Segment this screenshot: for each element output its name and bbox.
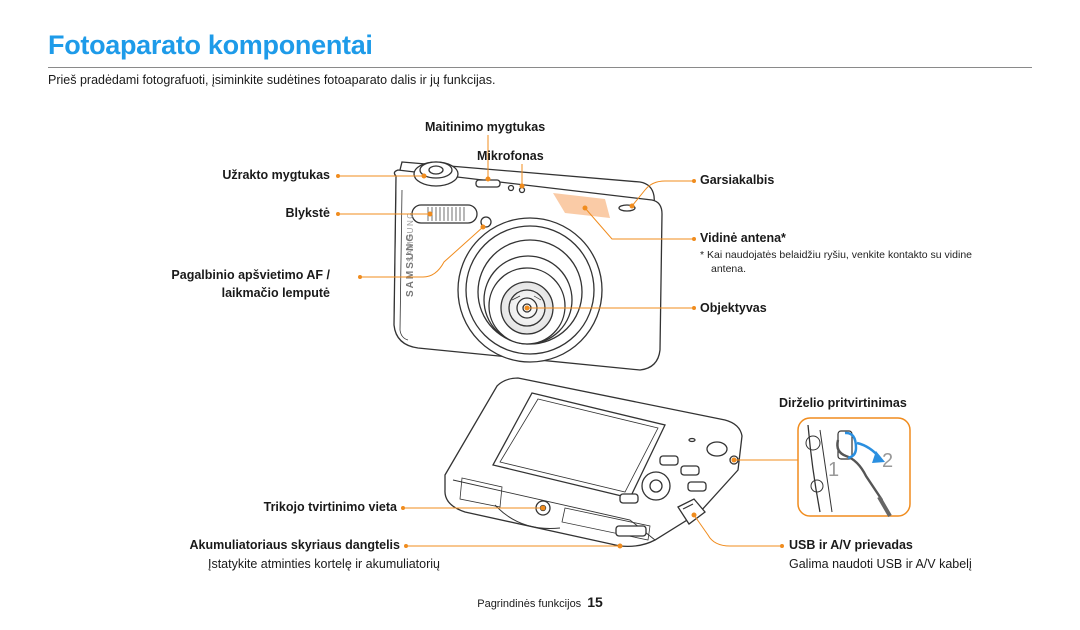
camera-bottom <box>444 377 743 548</box>
usb-port-description: Galima naudoti USB ir A/V kabelį <box>789 557 972 571</box>
page-number: 15 <box>587 594 603 610</box>
page-title: Fotoaparato komponentai <box>48 30 373 60</box>
label-power-button: Maitinimo mygtukas <box>425 120 546 134</box>
label-internal-antenna: Vidinė antena* <box>700 231 786 245</box>
strap-detail-inset <box>797 417 911 518</box>
antenna-note-line1: * Kai naudojatės belaidžiu ryšiu, venkit… <box>700 249 972 261</box>
leader-lines <box>338 135 798 547</box>
footer-section: Pagrindinės funkcijos <box>477 598 582 610</box>
label-af-lamp-line1: Pagalbinio apšvietimo AF / <box>171 268 330 282</box>
label-microphone: Mikrofonas <box>477 149 544 163</box>
label-speaker: Garsiakalbis <box>700 173 775 187</box>
brand-logo-upper: SAMSUNG <box>406 211 415 262</box>
brand-logo: SAMSUNG <box>405 232 416 297</box>
step-1-label: 1 <box>828 459 839 481</box>
camera-front <box>393 161 663 371</box>
label-lens: Objektyvas <box>700 301 767 315</box>
label-shutter-button: Užrakto mygtukas <box>222 168 330 182</box>
battery-cover-description: Įstatykite atminties kortelę ir akumulia… <box>207 557 440 571</box>
label-usb-port: USB ir A/V prievadas <box>789 538 913 552</box>
intro-text: Prieš pradėdami fotografuoti, įsiminkite… <box>48 73 496 87</box>
label-strap-eyelet: Dirželio pritvirtinimas <box>779 396 907 410</box>
antenna-note-line2: antena. <box>711 263 747 275</box>
page-footer: Pagrindinės funkcijos 15 <box>0 594 1080 610</box>
label-tripod-mount: Trikojo tvirtinimo vieta <box>263 500 397 514</box>
label-flash: Blykstė <box>285 206 330 220</box>
step-2-label: 2 <box>882 450 893 472</box>
label-af-lamp-line2: laikmačio lemputė <box>221 286 330 300</box>
antenna-highlight <box>553 193 610 218</box>
leader-dots <box>336 173 784 549</box>
title-divider <box>48 67 1032 68</box>
label-battery-cover: Akumuliatoriaus skyriaus dangtelis <box>189 538 401 552</box>
